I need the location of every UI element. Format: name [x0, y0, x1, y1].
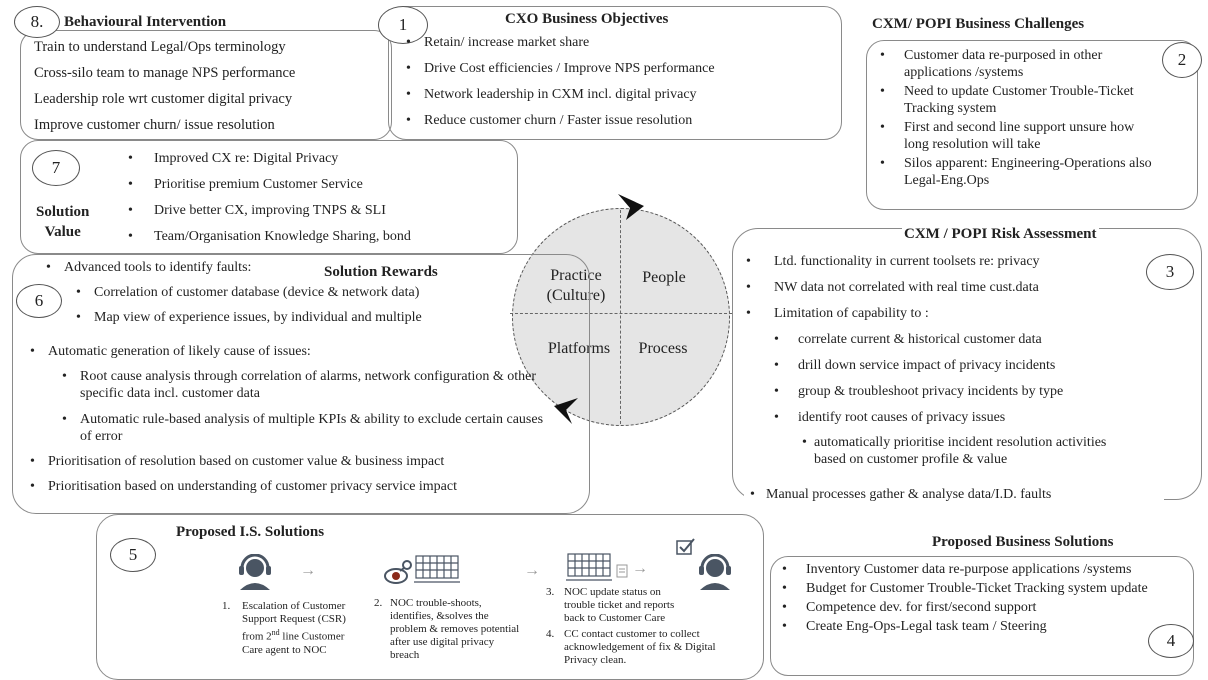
cxo-box: [388, 6, 842, 140]
cxo-item: Drive Cost efficiencies / Improve NPS pe…: [400, 60, 840, 77]
risk-subitem-2: automatically prioritise incident resolu…: [740, 434, 1140, 468]
step-1-text-main: Escalation of Customer Support Request (…: [242, 600, 346, 643]
step-1-text-sup: nd: [271, 628, 280, 637]
challenges-list: Customer data re-purposed in other appli…: [874, 47, 1160, 194]
behavioural-item: Improve customer churn/ issue resolution: [34, 117, 275, 133]
noc-server-grid-icon: [414, 555, 460, 583]
business-solutions-box: [770, 556, 1194, 676]
cxo-item: Reduce customer churn / Faster issue res…: [400, 112, 840, 129]
risk-number: 3: [1146, 254, 1194, 290]
solution-value-item: Team/Organisation Knowledge Sharing, bon…: [122, 228, 512, 245]
risk-subitem: identify root causes of privacy issues: [740, 409, 1140, 426]
rewards-number: 6: [16, 284, 62, 318]
flow-arrow-2: →: [524, 562, 540, 579]
challenges-title: CXM/ POPI Business Challenges: [872, 16, 1085, 32]
quadrant-process: Process: [638, 340, 688, 357]
step-1-number: 1.: [222, 600, 231, 612]
step-1-text: Escalation of Customer Support Request (…: [242, 600, 360, 657]
flow-arrow-1: →: [300, 562, 316, 579]
solution-value-list: Improved CX re: Digital Privacy Prioriti…: [122, 150, 512, 250]
quadrant-people: People: [642, 269, 686, 286]
cxo-list: Retain/ increase market share Drive Cost…: [400, 34, 840, 134]
behavioural-title: Behavioural Intervention: [64, 14, 227, 30]
behavioural-item: Cross-silo team to manage NPS performanc…: [34, 65, 296, 81]
document-icon: [616, 564, 628, 578]
solution-value-number: 7: [32, 150, 80, 186]
risk-title: CXM / POPI Risk Assessment: [902, 226, 1099, 243]
cxo-item: Retain/ increase market share: [400, 34, 840, 51]
challenges-item: Silos apparent: Engineering-Operations a…: [874, 155, 1160, 189]
risk-item: Manual processes gather & analyse data/I…: [744, 486, 1164, 503]
challenges-item: Customer data re-purposed in other appli…: [874, 47, 1160, 81]
flow-arrow-3: →: [632, 560, 648, 577]
step-3-text: NOC update status on trouble ticket and …: [564, 586, 675, 624]
rewards-subitem: Automatic rule-based analysis of multipl…: [56, 411, 546, 445]
circle-horizontal-divider: [510, 313, 732, 314]
step-2-number: 2.: [374, 597, 383, 609]
risk-item: Limitation of capability to :: [740, 305, 1140, 322]
rewards-subitem: Root cause analysis through correlation …: [56, 368, 546, 402]
checkbox-icon: [676, 538, 695, 555]
customer-care-agent-icon: [239, 554, 271, 590]
business-solutions-item: Inventory Customer data re-purpose appli…: [776, 561, 1148, 578]
circle-vertical-divider: [620, 210, 621, 424]
challenges-box: [866, 40, 1198, 210]
solution-value-label-line1: Solution: [36, 204, 90, 220]
rewards-subitem: Map view of experience issues, by indivi…: [70, 309, 588, 326]
step-4-number: 4.: [546, 628, 555, 640]
behavioural-item: Train to understand Legal/Ops terminolog…: [34, 39, 286, 55]
rewards-box: [12, 254, 590, 514]
risk-item: NW data not correlated with real time cu…: [740, 279, 1140, 296]
rewards-item: Prioritisation of resolution based on cu…: [24, 453, 584, 470]
solution-value-box: [20, 140, 518, 254]
business-solutions-list: Inventory Customer data re-purpose appli…: [776, 561, 1148, 640]
risk-subitem: group & troubleshoot privacy incidents b…: [740, 383, 1140, 400]
noc-ticket-grid-icon: [566, 553, 612, 581]
cycle-arrow-bottom-icon: [554, 398, 578, 424]
challenges-item: First and second line support unsure how…: [874, 119, 1160, 153]
business-solutions-number: 4: [1148, 624, 1194, 658]
customer-icon: [699, 554, 731, 590]
is-solutions-title: Proposed I.S. Solutions: [176, 524, 325, 540]
behavioural-item: Leadership role wrt customer digital pri…: [34, 91, 293, 107]
four-p-circle: [512, 208, 730, 426]
challenges-number: 2: [1162, 42, 1202, 78]
challenges-item: Need to update Customer Trouble-Ticket T…: [874, 83, 1160, 117]
solution-value-item: Prioritise premium Customer Service: [122, 176, 512, 193]
business-solutions-title: Proposed Business Solutions: [932, 534, 1114, 550]
rewards-item: Automatic generation of likely cause of …: [24, 343, 584, 360]
risk-item: Ltd. functionality in current toolsets r…: [740, 253, 1140, 270]
rewards-subitem: Correlation of customer database (device…: [70, 284, 588, 301]
behavioural-box: [20, 30, 392, 140]
rewards-content: Advanced tools to identify faults: Corre…: [40, 259, 588, 334]
risk-subitem: correlate current & historical customer …: [740, 331, 1140, 348]
cycle-arrow-top-icon: [618, 194, 644, 220]
step-3-number: 3.: [546, 586, 555, 598]
step-4-text: CC contact customer to collect acknowled…: [564, 628, 716, 666]
noc-eye-icon: [384, 560, 412, 584]
step-1-text-rest: line Customer Care agent to NOC: [242, 630, 345, 656]
rewards-item: Advanced tools to identify faults:: [40, 259, 588, 276]
risk-last: Manual processes gather & analyse data/I…: [744, 486, 1164, 508]
solution-value-label-line2: Value: [44, 224, 81, 240]
business-solutions-item: Create Eng-Ops-Legal task team / Steerin…: [776, 618, 1148, 635]
solution-value-label: Solution Value: [36, 202, 89, 242]
cxo-item: Network leadership in CXM incl. digital …: [400, 86, 840, 103]
business-solutions-item: Budget for Customer Trouble-Ticket Track…: [776, 580, 1148, 597]
rewards-content-2: Automatic generation of likely cause of …: [24, 343, 584, 500]
rewards-item: Prioritisation based on understanding of…: [24, 478, 584, 495]
is-solutions-number: 5: [110, 538, 156, 572]
behavioural-list: Train to understand Legal/Ops terminolog…: [34, 38, 295, 142]
step-2-text: NOC trouble-shoots, identifies, &solves …: [390, 597, 520, 661]
cxo-title: CXO Business Objectives: [505, 11, 669, 27]
solution-value-item: Improved CX re: Digital Privacy: [122, 150, 512, 167]
business-solutions-item: Competence dev. for first/second support: [776, 599, 1148, 616]
behavioural-number: 8.: [14, 6, 60, 38]
risk-content: Ltd. functionality in current toolsets r…: [740, 253, 1140, 474]
solution-value-item: Drive better CX, improving TNPS & SLI: [122, 202, 512, 219]
risk-subitem: drill down service impact of privacy inc…: [740, 357, 1140, 374]
